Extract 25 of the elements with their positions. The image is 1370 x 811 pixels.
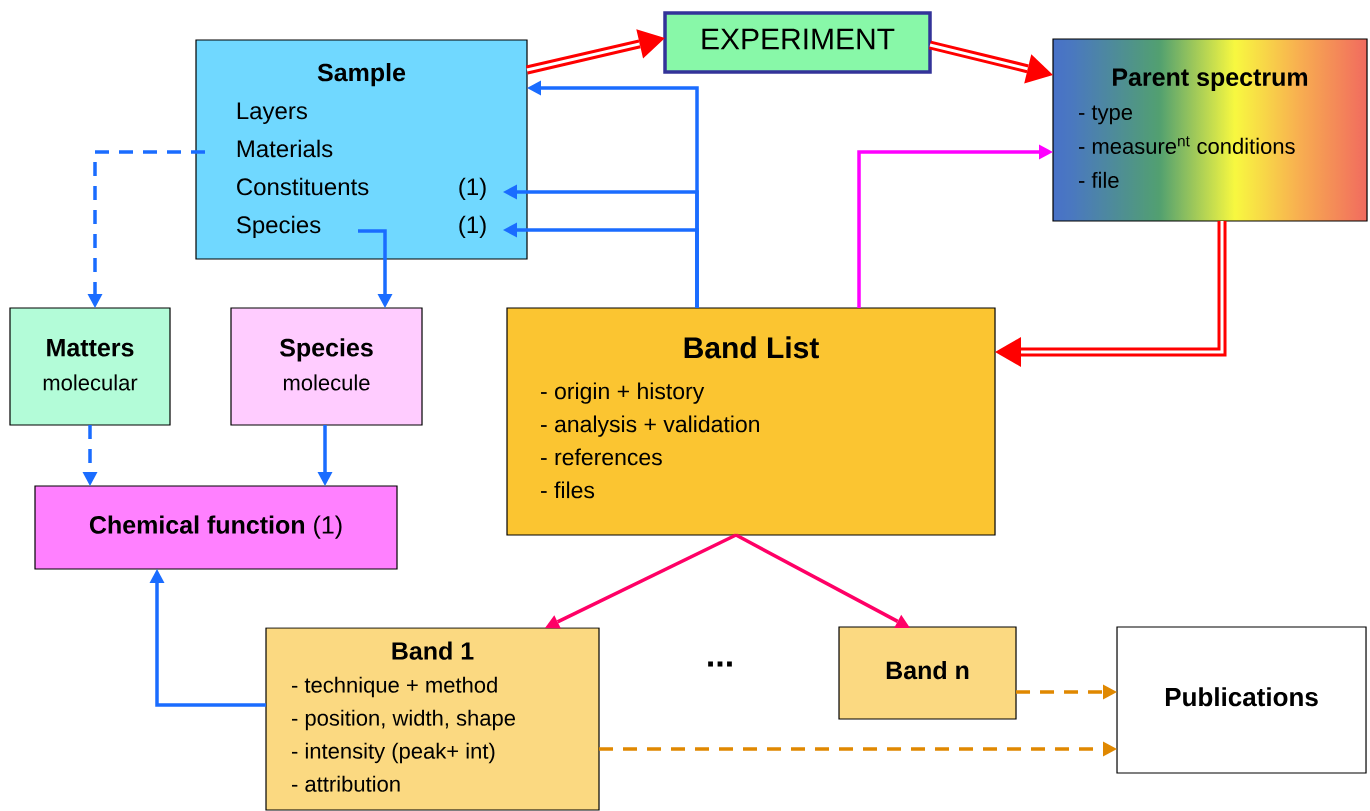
- ellipsis: ...: [708, 661, 732, 667]
- arrow: [599, 741, 1117, 757]
- process-box: Chemical function (1): [34, 485, 398, 570]
- arrow: [857, 144, 1053, 308]
- arrow: [503, 222, 699, 308]
- arrow: [545, 533, 737, 629]
- process-box: Band 1 - technique + method - position, width, shape - intensity (peak+ int) - attribution: [265, 627, 600, 811]
- process-box: Band List - origin + history - analysis + validation - references - files: [506, 307, 996, 536]
- arrow: [526, 29, 665, 75]
- arrow: [149, 569, 266, 707]
- process-box: Publications: [1116, 626, 1367, 774]
- arrow: [317, 425, 333, 486]
- arrow: [358, 229, 393, 308]
- arrow: [82, 425, 98, 486]
- arrow: [1016, 684, 1117, 700]
- process-box: Matters molecular: [9, 307, 171, 426]
- arrow: [87, 150, 205, 308]
- process-box: Band n: [838, 626, 1017, 720]
- process-box: Species molecule: [230, 307, 423, 426]
- arrow: [735, 533, 910, 628]
- process-box: Sample Layers Materials Constituents (1) Species (1): [195, 39, 528, 260]
- arrow: [928, 40, 1053, 84]
- process-box: Parent spectrum - type - measure$^{nt}$ conditions - file: [1052, 38, 1368, 222]
- process-box: EXPERIMENT: [663, 11, 932, 74]
- arrow: [995, 221, 1227, 367]
